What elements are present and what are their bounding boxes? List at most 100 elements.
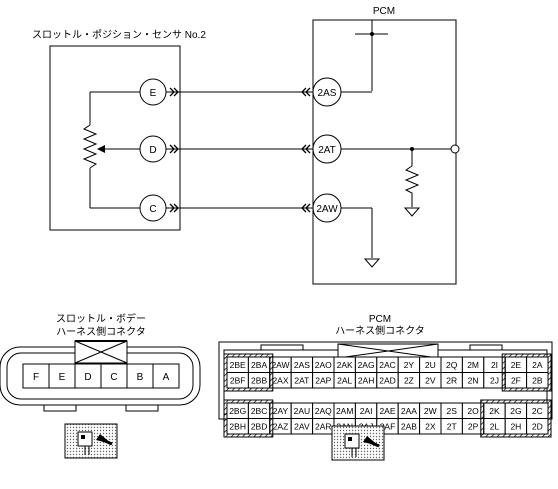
svg-text:C: C (110, 372, 117, 383)
pcm-pin-2a: 2A (526, 356, 549, 373)
pcm-pin-2t: 2T (440, 418, 463, 435)
svg-text:2AC: 2AC (379, 360, 396, 370)
svg-text:2AS: 2AS (318, 88, 337, 99)
pcm-pin-2ah: 2AH (354, 372, 378, 389)
pcm-pin-2n: 2N (461, 372, 485, 389)
left-pin-f: F (22, 363, 50, 389)
svg-text:2H: 2H (510, 422, 521, 432)
pcm-pin-2ba: 2BA (247, 356, 271, 373)
svg-text:2E: 2E (511, 360, 522, 370)
pcm-title: PCM (373, 6, 395, 17)
sensor-box (49, 45, 181, 231)
left-connector-title-1: スロットル・ボデー (56, 312, 146, 325)
pcm-pin-2aw: 2AW (312, 193, 342, 223)
svg-text:2AB: 2AB (401, 422, 417, 432)
key-frame-bottom-left (223, 399, 274, 438)
svg-text:B: B (137, 372, 144, 383)
svg-text:2X: 2X (425, 422, 436, 432)
pcm-pin-2ap: 2AP (312, 372, 335, 389)
svg-text:2AH: 2AH (358, 376, 375, 386)
key-frame-top-left (223, 353, 274, 392)
pcm-pin-2q: 2Q (440, 356, 463, 373)
pcm-pin-2al: 2AL (333, 372, 356, 389)
svg-text:2AW: 2AW (316, 204, 338, 215)
svg-text:A: A (163, 372, 170, 383)
svg-text:F: F (33, 372, 39, 383)
svg-text:2N: 2N (468, 376, 479, 386)
pcm-pin-2ai: 2AI (354, 402, 378, 419)
right-connector-title-2: ハーネス側コネクタ (335, 324, 425, 337)
svg-text:2M: 2M (467, 360, 479, 370)
pcm-pin-2bc: 2BC (247, 402, 271, 419)
left-pin-b: B (126, 363, 154, 389)
pcm-pin-2aa: 2AA (397, 402, 421, 419)
pcm-pin-2ao: 2AO (312, 356, 335, 373)
svg-text:2AK: 2AK (337, 360, 353, 370)
sensor-pin-d: D (139, 135, 167, 163)
signal-terminal (450, 144, 460, 154)
pcm-pin-2f: 2F (504, 372, 528, 389)
svg-text:2BH: 2BH (229, 422, 246, 432)
svg-text:D: D (84, 372, 91, 383)
svg-text:2AT: 2AT (294, 376, 309, 386)
svg-text:2AY: 2AY (273, 406, 289, 416)
svg-text:2L: 2L (490, 422, 500, 432)
pcm-pin-2v: 2V (419, 372, 442, 389)
pcm-pin-2b: 2B (526, 372, 549, 389)
svg-text:2Z: 2Z (404, 376, 414, 386)
pulldown-ground-icon (403, 207, 421, 217)
pcm-pin-2bb: 2BB (247, 372, 271, 389)
pcm-pin-2am: 2AM (333, 402, 356, 419)
sensor-title: スロットル・ポジション・センサ No.2 (32, 29, 206, 41)
svg-text:2AI: 2AI (360, 406, 373, 416)
svg-text:D: D (149, 145, 156, 156)
svg-text:2AX: 2AX (272, 376, 288, 386)
svg-text:2AW: 2AW (271, 360, 289, 370)
svg-text:E: E (150, 88, 157, 99)
svg-text:2AA: 2AA (401, 406, 417, 416)
svg-text:E: E (59, 372, 66, 383)
svg-text:2BF: 2BF (230, 376, 246, 386)
svg-text:2BG: 2BG (229, 406, 246, 416)
svg-text:2AZ: 2AZ (273, 422, 289, 432)
pcm-pin-2bf: 2BF (226, 372, 249, 389)
svg-text:2AL: 2AL (337, 376, 352, 386)
pcm-pin-2m: 2M (461, 356, 485, 373)
svg-text:2R: 2R (446, 376, 457, 386)
key-frame-top-right (501, 353, 552, 392)
svg-text:2AT: 2AT (318, 145, 336, 156)
pcm-pin-2ad: 2AD (376, 372, 399, 389)
pcm-pin-2aq: 2AQ (312, 402, 335, 419)
pcm-pin-2as: 2AS (290, 356, 314, 373)
svg-text:2Y: 2Y (404, 360, 415, 370)
svg-text:2BC: 2BC (251, 406, 268, 416)
supply-junction (370, 32, 374, 36)
svg-text:2AO: 2AO (315, 360, 332, 370)
pcm-pin-2d: 2D (526, 418, 549, 435)
svg-text:2T: 2T (447, 422, 457, 432)
svg-text:2B: 2B (532, 376, 543, 386)
pcm-pin-2w: 2W (419, 402, 442, 419)
pcm-pin-2l: 2L (483, 418, 506, 435)
svg-text:2AV: 2AV (294, 422, 310, 432)
svg-text:2G: 2G (510, 406, 521, 416)
pcm-pin-2y: 2Y (397, 356, 421, 373)
svg-text:2AP: 2AP (315, 376, 331, 386)
svg-text:2F: 2F (511, 376, 521, 386)
pcm-pin-2bh: 2BH (226, 418, 249, 435)
sensor-pin-c: C (139, 194, 167, 222)
svg-text:2BB: 2BB (251, 376, 267, 386)
pcm-pin-2k: 2K (483, 402, 506, 419)
pcm-pin-2e: 2E (504, 356, 528, 373)
svg-text:2U: 2U (425, 360, 436, 370)
svg-text:2Q: 2Q (446, 360, 458, 370)
pcm-pin-2av: 2AV (290, 418, 314, 435)
svg-text:2AD: 2AD (379, 376, 396, 386)
pcm-pin-2ar: 2AR (312, 418, 335, 435)
left-pin-d: D (74, 363, 102, 389)
svg-text:2AE: 2AE (379, 406, 395, 416)
plug-icon-right (331, 425, 385, 461)
pcm-pin-2s: 2S (440, 402, 463, 419)
